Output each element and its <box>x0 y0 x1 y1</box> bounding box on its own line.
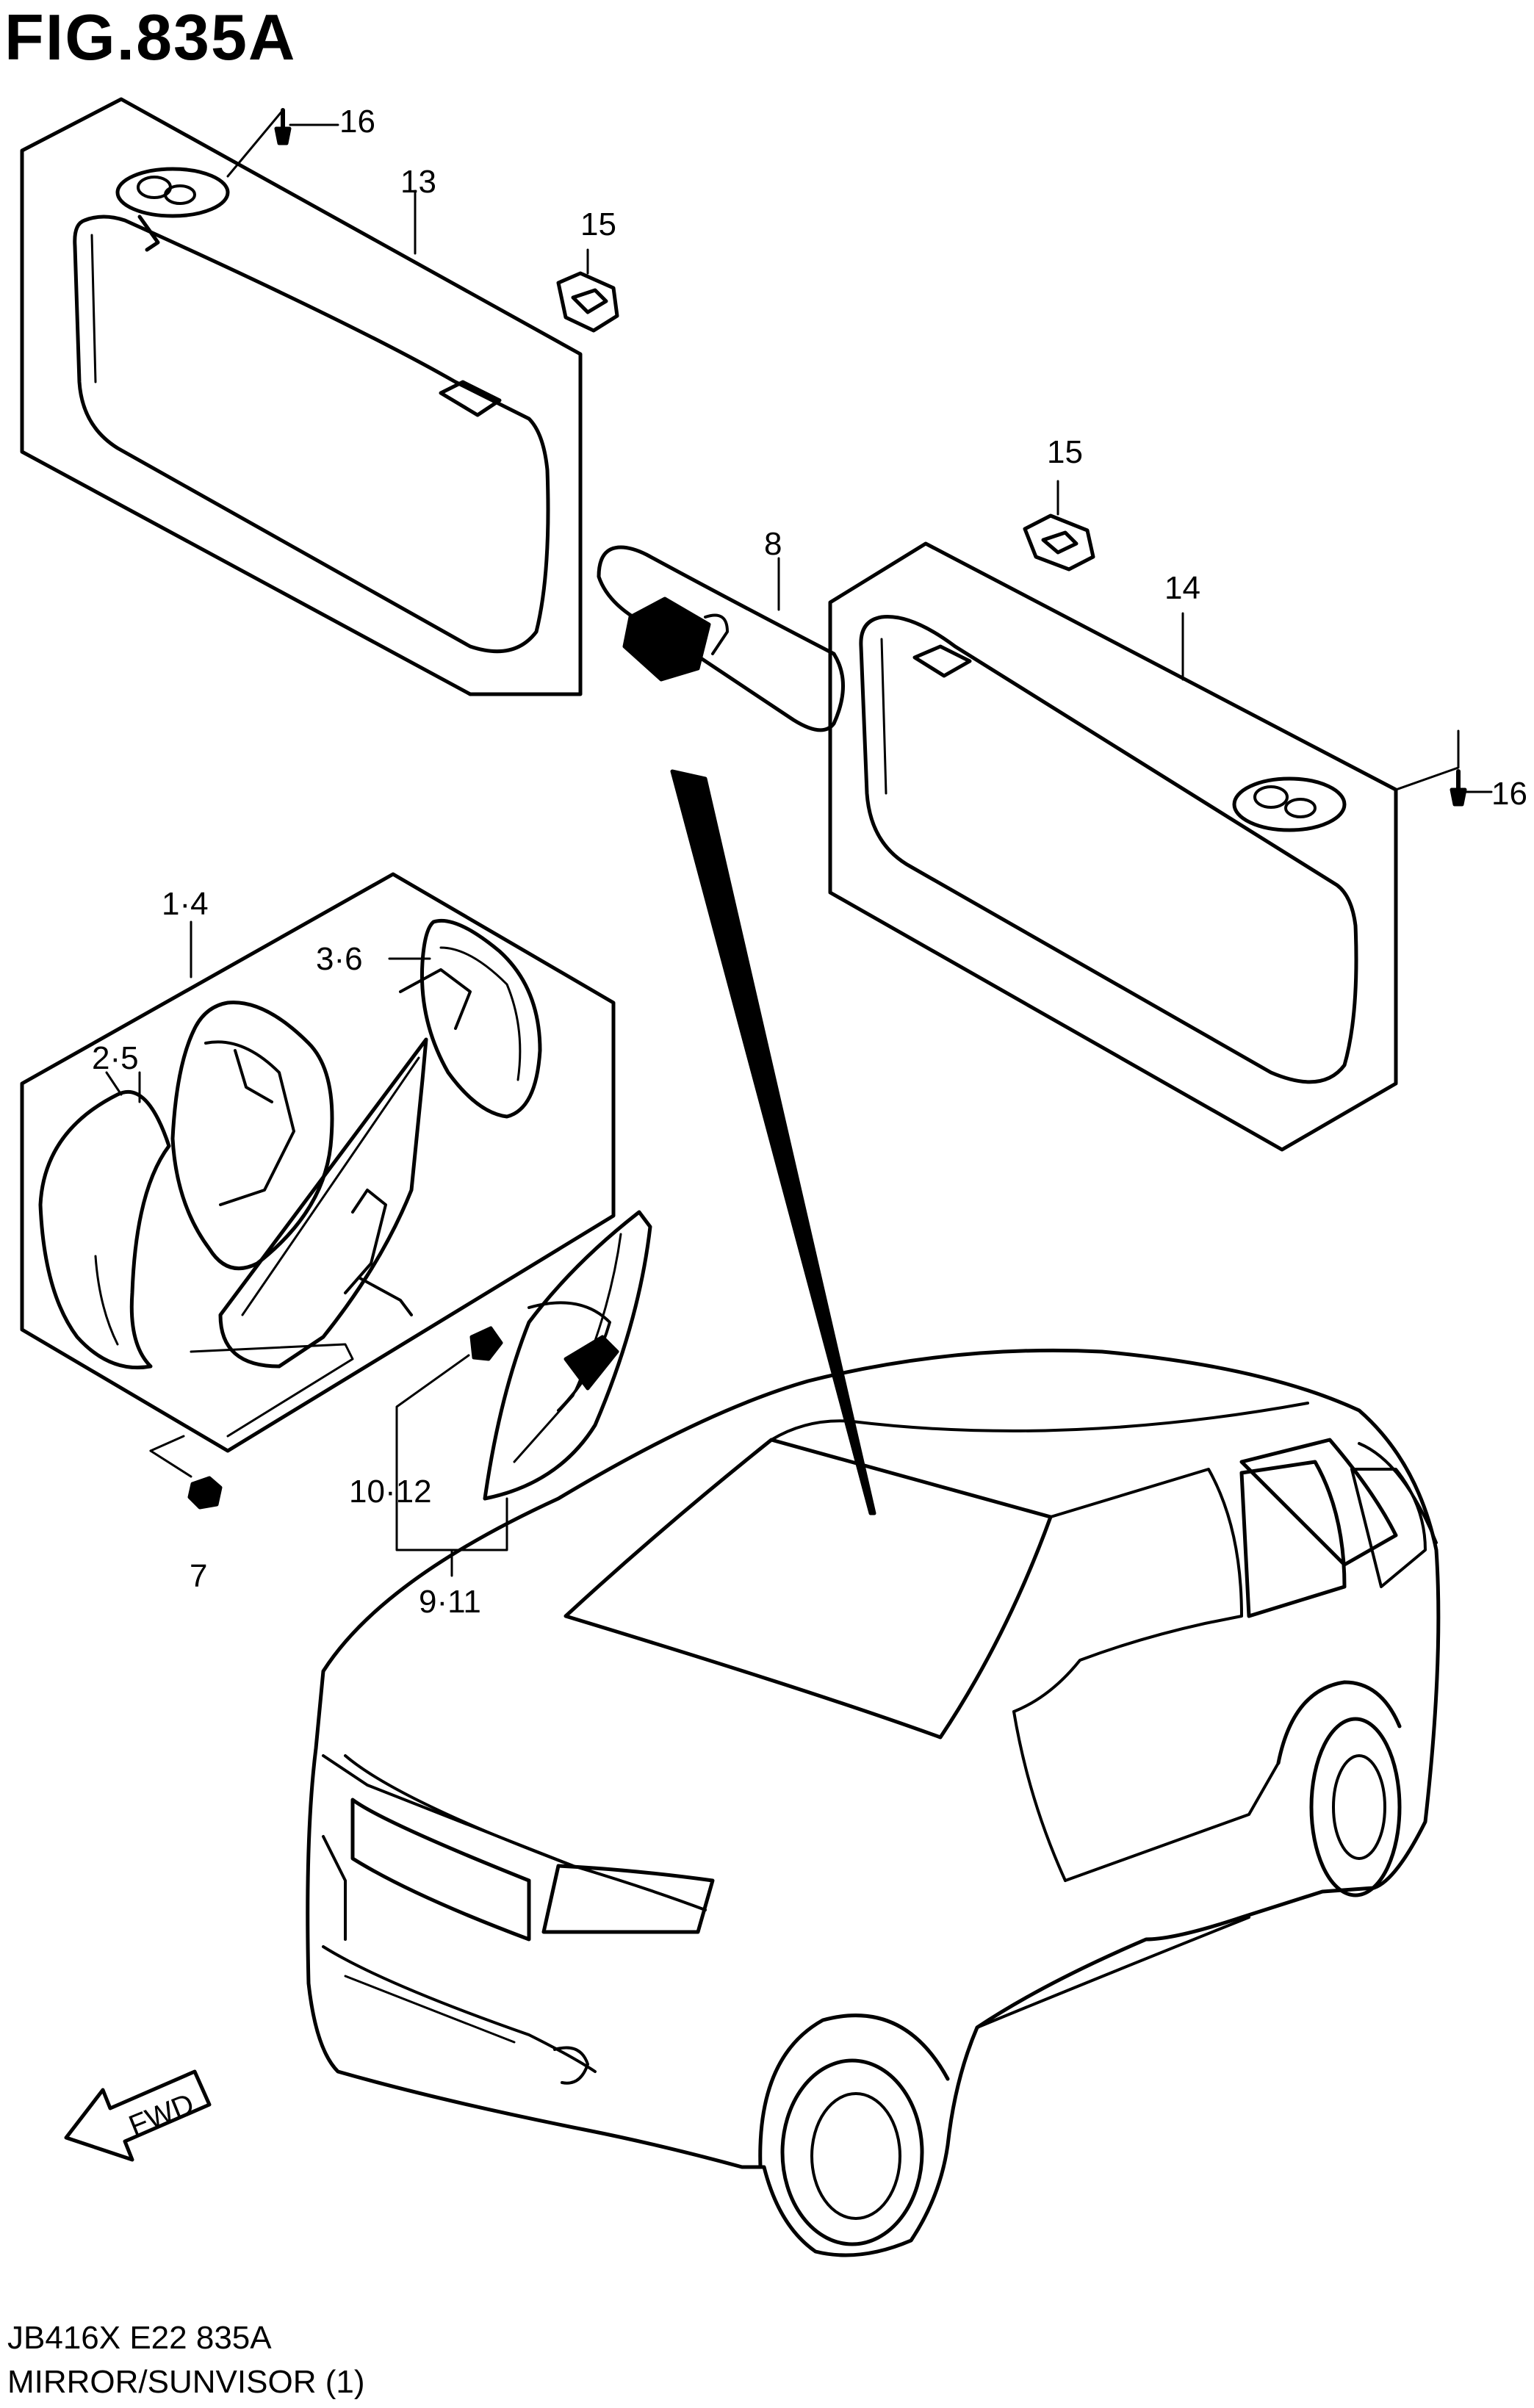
mirror-mount-icon <box>622 596 711 682</box>
rear-view-mirror-group <box>597 545 845 732</box>
forward-direction-arrow: FWD <box>64 2069 212 2162</box>
vehicle-outline <box>306 1348 1441 2257</box>
screw-16-left-icon <box>226 108 339 178</box>
callout-15-left: 15 <box>580 206 616 242</box>
mirror-garnish-group <box>395 1210 652 1577</box>
mirror-housing-icon <box>170 1001 334 1271</box>
sunvisor-left-group <box>20 97 619 696</box>
callout-2-5: 2·5 <box>92 1040 139 1076</box>
sunvisor-left-hinge-icon <box>115 167 230 252</box>
fog-lamp-icon <box>553 2046 589 2085</box>
footer-caption: MIRROR/SUNVISOR (1) <box>7 2364 365 2400</box>
rear-wheel-icon <box>1309 1717 1402 1897</box>
sunvisor-right-frame <box>828 541 1398 1152</box>
callout-16-right: 16 <box>1491 776 1527 812</box>
mirror-actuator-icon <box>419 918 542 1119</box>
vehicle-body <box>306 1348 1441 2257</box>
callout-labels: 16 13 15 15 8 14 16 1·4 3·6 2·5 7 10·12 … <box>92 104 1527 1620</box>
retainer-clip-15-left-icon <box>556 248 619 333</box>
headlight-icon <box>541 1864 715 1934</box>
callout-13: 13 <box>400 164 436 200</box>
outside-mirror-group <box>20 872 616 1510</box>
clip-10-12-icon <box>469 1326 503 1361</box>
callout-1-4: 1·4 <box>162 886 209 922</box>
sunvisor-left-panel <box>73 215 550 654</box>
bumper-icon <box>322 1945 597 2073</box>
callout-9-11: 9·11 <box>419 1584 481 1620</box>
sunvisor-right-hinge-icon <box>1232 776 1347 832</box>
mirror-garnish-icon <box>483 1210 652 1501</box>
nut-7-icon <box>187 1476 223 1510</box>
front-wheel-icon <box>780 2058 924 2246</box>
callout-3-6: 3·6 <box>316 941 363 977</box>
outside-mirror-frame <box>20 872 616 1453</box>
windshield-icon <box>563 1438 1053 1740</box>
pointer-wedge <box>670 769 876 1515</box>
callout-8: 8 <box>764 526 782 562</box>
callout-16-left: 16 <box>339 104 375 140</box>
figure-title: FIG.835A <box>4 1 297 73</box>
callout-7: 7 <box>190 1558 207 1594</box>
rear-wheel-arch <box>1276 1680 1402 1765</box>
rear-quarter-window-icon <box>1239 1438 1398 1567</box>
callout-14: 14 <box>1164 570 1200 606</box>
sunvisor-right-group <box>828 480 1493 1152</box>
sunvisor-left-clip <box>439 380 502 417</box>
rear-view-mirror-body <box>597 545 845 732</box>
footer-code: JB416X E22 835A <box>7 2320 272 2356</box>
sunvisor-right-panel <box>859 615 1358 1084</box>
callout-10-12: 10·12 <box>349 1474 432 1510</box>
mirror-garnish-window-icon <box>563 1335 619 1391</box>
screw-16-right-icon <box>1394 729 1493 807</box>
mirror-cover-icon <box>38 1089 171 1370</box>
side-window-icon <box>1239 1460 1347 1618</box>
retainer-clip-15-right-icon <box>1023 480 1095 572</box>
front-wheel-arch <box>758 2014 950 2169</box>
mirror-glass-icon <box>218 1037 428 1369</box>
callout-15-right: 15 <box>1047 434 1083 470</box>
sunvisor-left-frame <box>20 97 583 696</box>
sunvisor-right-clip <box>912 644 972 678</box>
grille-icon <box>350 1798 531 1942</box>
